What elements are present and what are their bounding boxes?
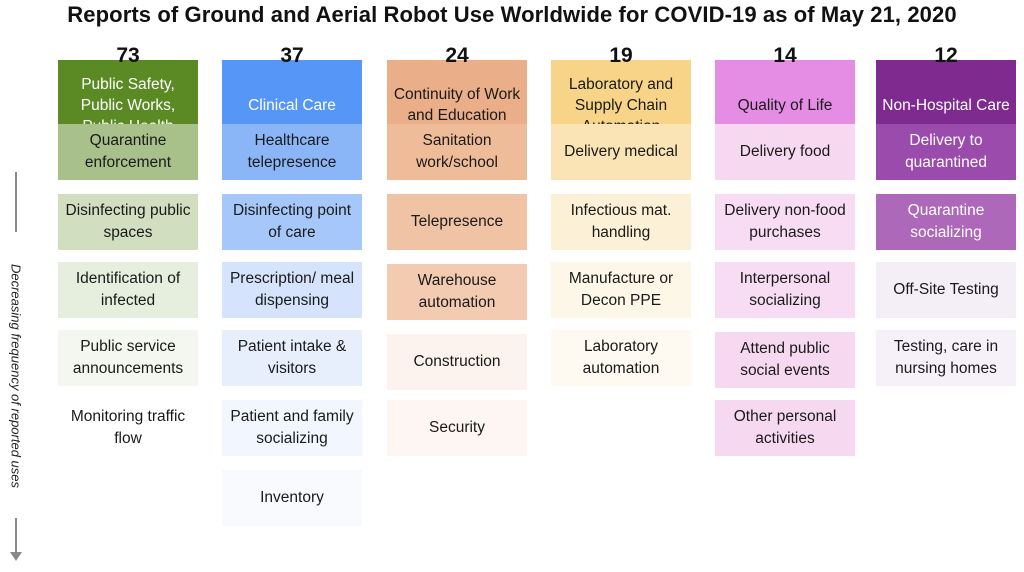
use-case-box: Quarantine socializing: [876, 194, 1016, 250]
use-case-box: Testing, care in nursing homes: [876, 330, 1016, 386]
use-case-box: Security: [387, 400, 527, 456]
category-header-label: Non-Hospital Care: [882, 96, 1010, 114]
use-case-box: Delivery non-food purchases: [715, 194, 855, 250]
use-case-box: Laboratory automation: [551, 330, 691, 386]
category-count: 12: [934, 44, 958, 67]
use-case-box: Inventory: [222, 470, 362, 526]
use-case-box: Prescription/ meal dispensing: [222, 262, 362, 318]
use-case-box: Other personal activities: [715, 400, 855, 456]
use-case-box: Warehouse automation: [387, 264, 527, 320]
use-case-box: Delivery to quarantined: [876, 124, 1016, 180]
frequency-axis-arrow-shaft: [15, 518, 17, 552]
category-count: 19: [609, 44, 633, 67]
category-header-label: Continuity of Work and Education: [393, 86, 521, 124]
use-case-box: Interpersonal socializing: [715, 262, 855, 318]
use-case-box: Monitoring traffic flow: [58, 400, 198, 456]
use-case-box: Disinfecting point of care: [222, 194, 362, 250]
use-case-box: Sanitation work/school: [387, 124, 527, 180]
use-case-box: Patient and family socializing: [222, 400, 362, 456]
use-case-box: Manufacture or Decon PPE: [551, 262, 691, 318]
use-case-box: Delivery medical: [551, 124, 691, 180]
use-case-box: Infectious mat. handling: [551, 194, 691, 250]
category-count: 73: [116, 44, 140, 67]
use-case-box: Identification of infected: [58, 262, 198, 318]
use-case-box: Quarantine enforcement: [58, 124, 198, 180]
down-arrow-icon: [10, 552, 22, 561]
use-case-box: Telepresence: [387, 194, 527, 250]
use-case-box: Delivery food: [715, 124, 855, 180]
frequency-axis-line: [15, 172, 17, 232]
diagram-title: Reports of Ground and Aerial Robot Use W…: [67, 2, 957, 27]
frequency-axis-label: Decreasing frequency of reported uses: [8, 263, 24, 488]
category-header-label: Quality of Life: [737, 96, 833, 114]
use-case-box: Off-Site Testing: [876, 262, 1016, 318]
category-count: 14: [773, 44, 797, 67]
use-case-box: Attend public social events: [715, 332, 855, 388]
use-case-box: Public service announcements: [58, 330, 198, 386]
use-case-box: Construction: [387, 334, 527, 390]
category-header-label: Clinical Care: [248, 96, 336, 114]
category-count: 37: [280, 44, 304, 67]
category-count: 24: [445, 44, 469, 67]
use-case-box: Disinfecting public spaces: [58, 194, 198, 250]
use-case-box: Patient intake & visitors: [222, 330, 362, 386]
use-case-box: Healthcare telepresence: [222, 124, 362, 180]
